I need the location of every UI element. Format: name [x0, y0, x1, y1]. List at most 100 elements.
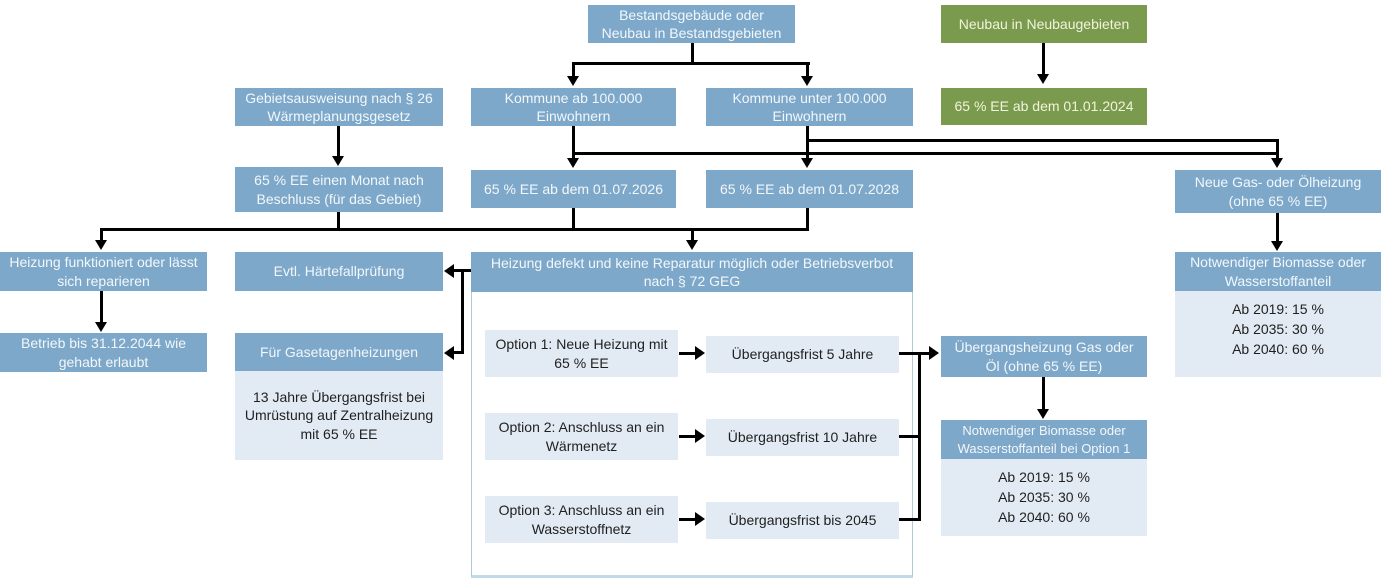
connector — [806, 126, 809, 158]
arrowhead-right — [695, 346, 705, 360]
node-label: Neubau in Neubaugebieten — [958, 15, 1130, 32]
connector — [337, 126, 340, 156]
node-label: Notwendiger Biomasse oder Wasserstoffant… — [957, 423, 1131, 456]
node-heizung-defekt: Heizung defekt und keine Reparatur mögli… — [471, 252, 913, 292]
node-kommune-ab-100000: Kommune ab 100.000 Einwohnern — [471, 88, 676, 126]
connector — [572, 126, 575, 158]
connector — [691, 230, 694, 240]
node-ee-einen-monat: 65 % EE einen Monat nach Beschluss (für … — [235, 167, 443, 212]
connector — [1042, 43, 1045, 74]
connector — [453, 351, 463, 354]
node-frist2: Übergangsfrist 10 Jahre — [706, 419, 899, 456]
node-label: Heizung defekt und keine Reparatur mögli… — [490, 254, 894, 289]
arrowhead-down — [1037, 74, 1049, 84]
node-frist3: Übergangsfrist bis 2045 — [706, 502, 899, 539]
panel-text: 13 Jahre Übergangsfrist bei Umrüstung au… — [244, 388, 434, 442]
connector — [100, 228, 809, 231]
node-neue-gas-oelheizung: Neue Gas- oder Ölheizung (ohne 65 % EE) — [1175, 170, 1381, 213]
connector — [572, 208, 575, 228]
arrowhead-down — [332, 156, 344, 166]
arrowhead-left — [444, 264, 454, 278]
node-label: Notwendiger Biomasse oder Wasserstoffant… — [1190, 254, 1366, 289]
arrowhead-down — [686, 240, 698, 250]
arrowhead-down — [95, 240, 107, 250]
node-label: Betrieb bis 31.12.2044 wie gehabt erlaub… — [21, 335, 186, 370]
connector — [100, 291, 103, 322]
connector — [679, 518, 695, 521]
arrowhead-left — [444, 346, 454, 360]
arrowhead-right — [695, 429, 705, 443]
connector — [1042, 377, 1045, 409]
arrowhead-down — [95, 322, 107, 332]
node-uebergangsheizung: Übergangsheizung Gas oder Öl (ohne 65 % … — [941, 336, 1147, 377]
node-label: 65 % EE ab dem 01.07.2028 — [719, 180, 900, 197]
connector — [899, 352, 921, 355]
connector — [337, 212, 340, 228]
node-option2: Option 2: Anschluss an ein Wärmenetz — [485, 413, 678, 460]
connector — [806, 139, 1279, 142]
node-neubau-neubaugebiete: Neubau in Neubaugebieten — [941, 5, 1147, 43]
node-label: Übergangsfrist 5 Jahre — [731, 346, 874, 363]
arrowhead-down — [1271, 158, 1283, 168]
value-line: Ab 2019: 15 % — [1232, 301, 1324, 317]
node-label: Für Gasetagenheizungen — [260, 343, 418, 360]
value-line: Ab 2035: 30 % — [998, 489, 1090, 505]
node-haertefallpruefung: Evtl. Härtefallprüfung — [235, 252, 443, 291]
connector — [691, 43, 694, 63]
panel-gasetagen-frist: 13 Jahre Übergangsfrist bei Umrüstung au… — [235, 371, 443, 460]
value-line: Ab 2035: 30 % — [1232, 321, 1324, 337]
node-label: Bestandsgebäude oder Neubau in Bestandsg… — [601, 6, 782, 41]
node-label: 65 % EE ab dem 01.07.2026 — [483, 180, 664, 197]
connector — [461, 269, 464, 354]
connector — [899, 435, 921, 438]
node-heizung-funktioniert: Heizung funktioniert oder lässt sich rep… — [0, 252, 207, 291]
arrowhead-down — [801, 158, 813, 168]
connector — [1276, 213, 1279, 241]
node-ee-ab-2026: 65 % EE ab dem 01.07.2026 — [471, 170, 676, 208]
connector — [100, 230, 103, 240]
connector — [572, 62, 810, 65]
arrowhead-right — [695, 512, 705, 526]
node-label: Gebietsausweisung nach § 26 Wärmeplanung… — [245, 89, 433, 124]
node-label: Evtl. Härtefallprüfung — [273, 263, 405, 280]
node-ee-ab-2024: 65 % EE ab dem 01.01.2024 — [941, 88, 1147, 125]
connector — [921, 352, 929, 355]
value-line: Ab 2040: 60 % — [998, 509, 1090, 525]
node-label: 65 % EE einen Monat nach Beschluss (für … — [254, 172, 424, 207]
connector — [572, 64, 575, 77]
node-label: Option 3: Anschluss an ein Wasserstoffne… — [498, 502, 665, 537]
connector — [918, 352, 921, 521]
connector — [806, 64, 809, 77]
value-line: Ab 2040: 60 % — [1232, 341, 1324, 357]
arrowhead-down — [567, 76, 579, 86]
node-option1: Option 1: Neue Heizung mit 65 % EE — [485, 330, 678, 377]
arrowhead-down — [567, 158, 579, 168]
value-line: Ab 2019: 15 % — [998, 469, 1090, 485]
connector — [453, 269, 463, 272]
node-label: Übergangsheizung Gas oder Öl (ohne 65 % … — [954, 339, 1134, 374]
node-label: Option 2: Anschluss an ein Wärmenetz — [498, 419, 665, 454]
node-frist1: Übergangsfrist 5 Jahre — [706, 336, 899, 373]
arrowhead-down — [1271, 241, 1283, 251]
node-label: 65 % EE ab dem 01.01.2024 — [954, 98, 1134, 115]
arrowhead-down — [801, 76, 813, 86]
panel-biomasse-values: Ab 2019: 15 % Ab 2035: 30 % Ab 2040: 60 … — [1175, 291, 1381, 377]
arrowhead-right — [929, 346, 939, 360]
connector — [1276, 139, 1279, 158]
node-gebietsausweisung: Gebietsausweisung nach § 26 Wärmeplanung… — [235, 88, 443, 126]
node-label: Heizung funktioniert oder lässt sich rep… — [9, 254, 198, 289]
panel-biomasse-option1-values: Ab 2019: 15 % Ab 2035: 30 % Ab 2040: 60 … — [941, 459, 1147, 536]
node-biomasse-header: Notwendiger Biomasse oder Wasserstoffant… — [1175, 252, 1381, 291]
connector — [679, 435, 695, 438]
node-biomasse-option1-header: Notwendiger Biomasse oder Wasserstoffant… — [941, 420, 1147, 459]
node-label: Option 1: Neue Heizung mit 65 % EE — [495, 336, 668, 371]
node-label: Übergangsfrist bis 2045 — [728, 512, 877, 529]
node-label: Kommune ab 100.000 Einwohnern — [504, 89, 643, 124]
node-option3: Option 3: Anschluss an ein Wasserstoffne… — [485, 496, 678, 543]
connector — [679, 352, 695, 355]
arrowhead-down — [1037, 409, 1049, 419]
node-label: Neue Gas- oder Ölheizung (ohne 65 % EE) — [1194, 174, 1362, 209]
node-bestandsgebaeude: Bestandsgebäude oder Neubau in Bestandsg… — [588, 5, 795, 43]
connector — [806, 208, 809, 231]
